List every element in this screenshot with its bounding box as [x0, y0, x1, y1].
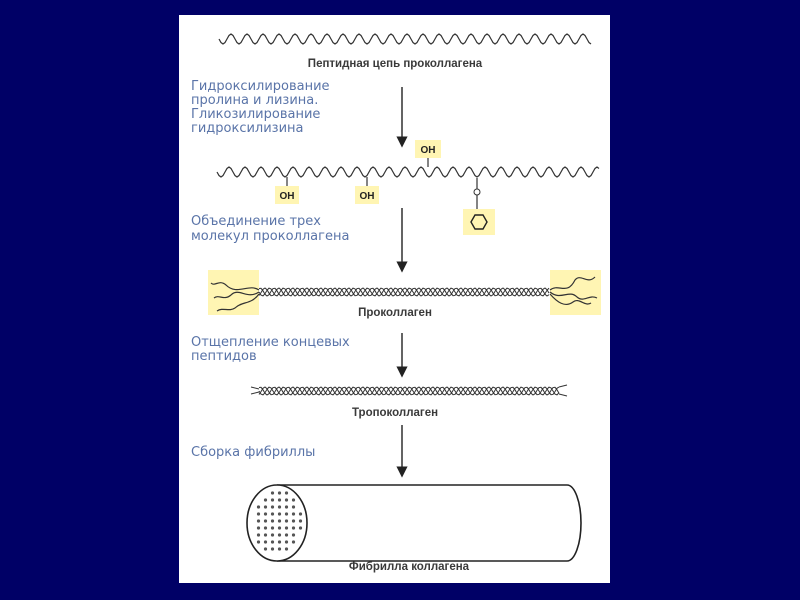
- molecule-dot: [270, 526, 275, 530]
- oh-highlight: [415, 140, 441, 158]
- molecule-dot: [256, 505, 261, 509]
- molecule-dot: [298, 512, 303, 516]
- molecule-dot: [284, 491, 289, 495]
- molecule-dot: [256, 540, 261, 544]
- molecule-dot: [284, 498, 289, 502]
- molecule-dot: [291, 526, 296, 530]
- molecule-dot: [263, 547, 268, 551]
- sugar-highlight: [463, 209, 495, 235]
- helix-end: [558, 384, 568, 388]
- molecule-dot: [284, 540, 289, 544]
- helix-strand: [258, 287, 550, 297]
- c-terminal-propeptides: [549, 276, 598, 306]
- helix-end: [250, 391, 260, 395]
- molecule-dot: [291, 519, 296, 523]
- molecule-dot: [298, 519, 303, 523]
- molecule-dot: [277, 505, 282, 509]
- molecule-dot: [270, 519, 275, 523]
- oh-highlight: [355, 186, 379, 204]
- step-association-line-1: Объединение трех: [191, 214, 321, 229]
- molecule-dot: [263, 505, 268, 509]
- molecule-dot: [270, 505, 275, 509]
- helix-strand: [258, 287, 550, 297]
- molecule-dot: [256, 526, 261, 530]
- step-cleavage-line-2: пептидов: [191, 349, 257, 364]
- molecule-dot: [256, 512, 261, 516]
- helix-strand: [258, 386, 560, 396]
- hexagon-ring-icon: [470, 214, 488, 230]
- hydroxyl-group-label: OH: [280, 191, 295, 202]
- molecule-dot: [256, 533, 261, 537]
- molecule-dot: [284, 512, 289, 516]
- diagram-panel: Пептидная цепь проколлагена Гидроксилиро…: [179, 15, 610, 583]
- molecule-dot: [291, 540, 296, 544]
- molecule-dot: [277, 526, 282, 530]
- collagen-fibril: [246, 484, 582, 562]
- hydroxyl-group-label: OH: [421, 145, 436, 156]
- peptide-chain-caption: Пептидная цепь проколлагена: [308, 58, 483, 70]
- molecule-dot: [277, 540, 282, 544]
- molecule-dot: [277, 533, 282, 537]
- molecule-dot: [284, 547, 289, 551]
- step-hydroxylation-line-1: Гидроксилирование: [191, 79, 330, 94]
- molecule-dot: [277, 498, 282, 502]
- step-hydroxylation-line-2: пролина и лизина.: [191, 93, 318, 108]
- molecule-dot: [291, 512, 296, 516]
- fibril-molecule-dots: [256, 491, 303, 551]
- molecule-dot: [270, 533, 275, 537]
- helix-end: [558, 393, 568, 397]
- step-hydroxylation-line-4: гидроксилизина: [191, 121, 304, 136]
- procollagen-caption: Проколлаген: [358, 307, 432, 319]
- oh-highlight: [275, 186, 299, 204]
- helix-end: [250, 386, 260, 390]
- helix-strand: [258, 386, 560, 396]
- molecule-dot: [284, 505, 289, 509]
- molecule-dot: [277, 491, 282, 495]
- step-association-line-2: молекул проколлагена: [191, 229, 349, 244]
- molecule-dot: [263, 498, 268, 502]
- peptide-chain: [218, 33, 592, 45]
- modified-peptide-chain: [216, 166, 600, 178]
- tropocollagen-caption: Тропоколлаген: [352, 407, 438, 419]
- hydroxyl-group-label: OH: [360, 191, 375, 202]
- collagen-synthesis-diagram: Пептидная цепь проколлагена Гидроксилиро…: [191, 33, 601, 573]
- molecule-dot: [284, 526, 289, 530]
- tropocollagen-triple-helix: [250, 384, 568, 397]
- step-cleavage-line-1: Отщепление концевых: [191, 335, 350, 350]
- molecule-dot: [291, 505, 296, 509]
- molecule-dot: [298, 526, 303, 530]
- molecule-dot: [277, 547, 282, 551]
- molecule-dot: [270, 491, 275, 495]
- molecule-dot: [256, 519, 261, 523]
- molecule-dot: [270, 498, 275, 502]
- fibril-caption: Фибрилла коллагена: [349, 561, 470, 573]
- fibril-cross-section: [246, 484, 308, 562]
- molecule-dot: [291, 498, 296, 502]
- molecule-dot: [270, 547, 275, 551]
- procollagen-triple-helix: [258, 287, 550, 297]
- molecule-dot: [270, 540, 275, 544]
- molecule-dot: [277, 519, 282, 523]
- molecule-dot: [263, 526, 268, 530]
- n-terminal-propeptides: [210, 282, 260, 312]
- molecule-dot: [270, 512, 275, 516]
- molecule-dot: [263, 512, 268, 516]
- molecule-dot: [263, 519, 268, 523]
- molecule-dot: [284, 533, 289, 537]
- molecule-dot: [263, 533, 268, 537]
- step-hydroxylation-line-3: Гликозилирование: [191, 107, 320, 122]
- molecule-dot: [263, 540, 268, 544]
- oxygen-atom: [473, 188, 481, 196]
- molecule-dot: [277, 512, 282, 516]
- molecule-dot: [284, 519, 289, 523]
- c-terminal-propeptide-highlight: [550, 270, 601, 315]
- step-assembly-line-1: Сборка фибриллы: [191, 445, 315, 460]
- molecule-dot: [291, 533, 296, 537]
